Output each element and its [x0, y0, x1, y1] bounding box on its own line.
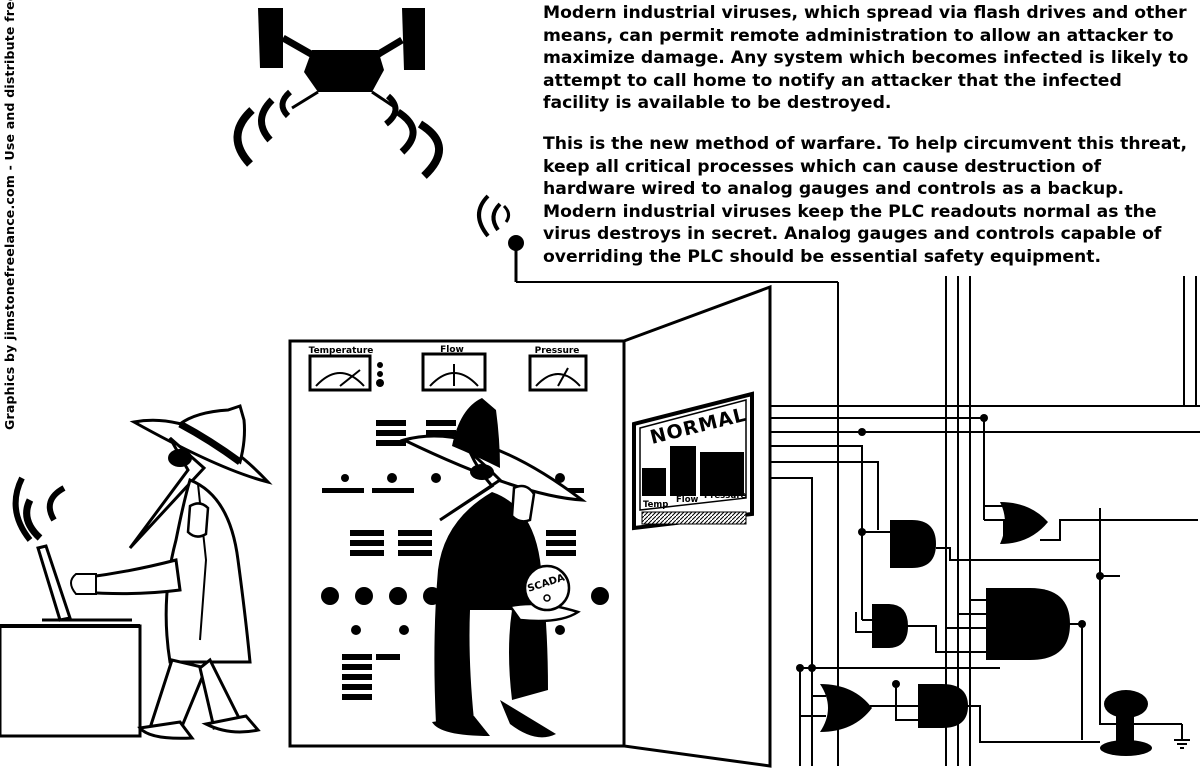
gauge-label-pressure: Pressure	[535, 346, 580, 356]
plc-screen-label-pressure: Pressure	[704, 491, 747, 501]
antenna-icon	[477, 194, 839, 766]
satellite-icon	[233, 8, 444, 179]
and-gate-icon	[918, 684, 968, 728]
gauge-label-temperature: Temperature	[309, 346, 374, 356]
flow-gauge-icon	[421, 352, 487, 392]
plc-screen-label-temp: Temp	[643, 500, 668, 510]
laptop-desk	[0, 476, 142, 738]
and-gate-icon	[890, 520, 936, 568]
junction-dots	[796, 414, 1104, 688]
and-gate-icon	[872, 604, 908, 648]
explosion-icon	[1100, 690, 1152, 756]
credit-text: Graphics by jimstonefreelance.com - Use …	[2, 0, 17, 430]
plc-display	[632, 391, 754, 531]
spy-with-scada-globe	[399, 398, 587, 738]
description-paragraph-2: This is the new method of warfare. To he…	[543, 134, 1188, 267]
or-gate-icon	[820, 684, 872, 732]
plc-screen-label-flow: Flow	[676, 495, 699, 505]
ground-icon	[1174, 724, 1190, 749]
and-gate-icon	[986, 588, 1070, 660]
description-paragraph-1: Modern industrial viruses, which spread …	[543, 3, 1189, 113]
logic-gate-wiring	[770, 276, 1200, 766]
gauge-label-flow: Flow	[440, 345, 464, 355]
spy-at-laptop	[70, 404, 273, 740]
pressure-gauge-icon	[528, 354, 588, 392]
temperature-gauge-icon	[308, 354, 372, 392]
or-gate-icon	[1000, 502, 1048, 544]
